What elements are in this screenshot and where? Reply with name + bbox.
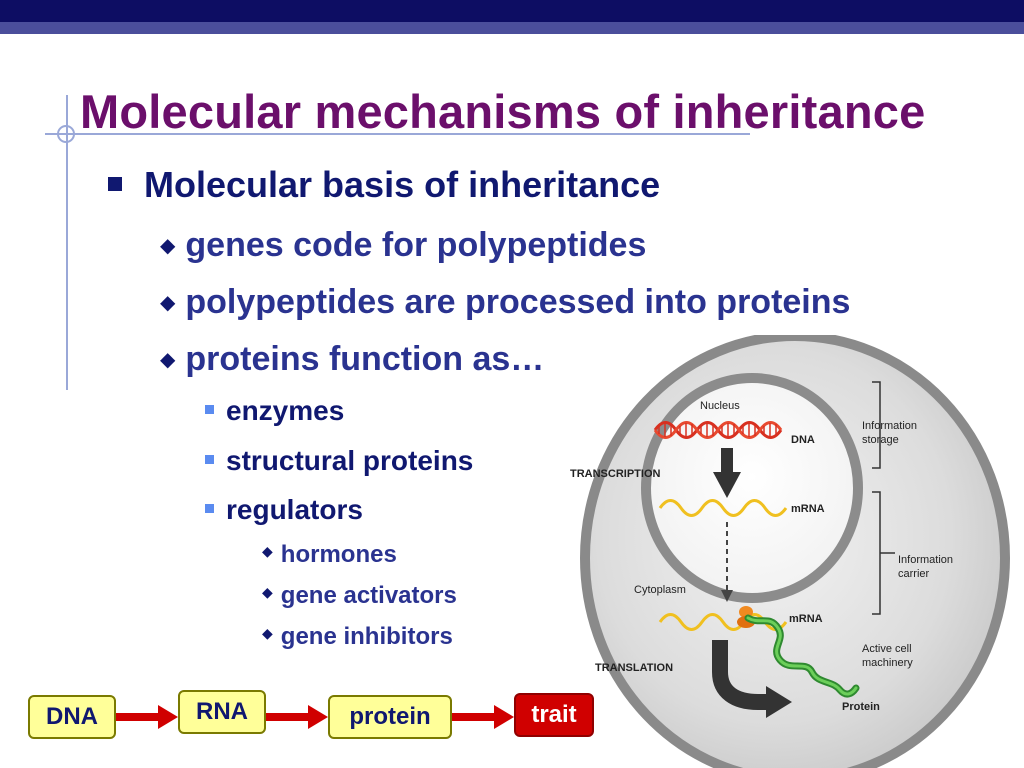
label-nucleus: Nucleus <box>700 400 740 412</box>
bullet-level1: Molecular basis of inheritance <box>108 164 660 206</box>
flow-arrow-icon <box>452 705 514 729</box>
square-bullet-icon <box>205 405 214 414</box>
bullet-text: structural proteins <box>226 445 474 476</box>
square-bullet-icon <box>108 177 122 191</box>
flow-arrow-icon <box>266 705 328 729</box>
square-bullet-icon <box>205 455 214 464</box>
bullet-level2: ◆ genes code for polypeptides <box>160 226 646 265</box>
transcription-arrow-icon <box>713 448 741 498</box>
label-info-storage-1: Information <box>862 420 917 432</box>
label-info-carrier-1: Information <box>898 554 953 566</box>
vertical-rule <box>66 95 68 390</box>
flow-box-rna: RNA <box>178 690 266 734</box>
header-bar <box>0 0 1024 22</box>
horizontal-rule <box>45 133 750 135</box>
bullet-text: polypeptides are processed into proteins <box>185 283 851 321</box>
dna-helix-icon <box>653 421 783 439</box>
label-translation: TRANSLATION <box>595 662 673 674</box>
bullet-level4: ◆ gene inhibitors <box>262 623 453 651</box>
bullet-level3: enzymes <box>205 395 344 427</box>
label-protein: Protein <box>842 701 880 713</box>
diamond-bullet-icon: ◆ <box>160 349 176 371</box>
label-transcription: TRANSCRIPTION <box>570 468 661 480</box>
bullet-level3: structural proteins <box>205 445 473 477</box>
bullet-text: proteins function as… <box>185 340 545 378</box>
bullet-text: enzymes <box>226 395 345 426</box>
diamond-bullet-icon: ◆ <box>160 292 176 314</box>
mrna-strand-icon <box>658 499 788 517</box>
bullet-text: Molecular basis of inheritance <box>144 164 661 205</box>
cell-diagram: Nucleus DNA Information storage TRANSCRI… <box>570 335 1010 768</box>
label-active-2: machinery <box>862 657 913 669</box>
bullet-level3: regulators <box>205 494 363 526</box>
square-bullet-icon <box>205 504 214 513</box>
header-stripe <box>0 22 1024 34</box>
bracket-icon <box>872 381 881 469</box>
diamond-bullet-icon: ◆ <box>262 625 273 641</box>
label-info-carrier-2: carrier <box>898 568 930 580</box>
flow-box-dna: DNA <box>28 695 116 739</box>
bullet-level2: ◆ polypeptides are processed into protei… <box>160 283 850 322</box>
flow-box-protein: protein <box>328 695 452 739</box>
mrna-export-arrow-icon <box>721 522 733 602</box>
label-mrna-top: mRNA <box>791 503 825 515</box>
bullet-text: regulators <box>226 494 363 525</box>
diamond-bullet-icon: ◆ <box>160 235 176 257</box>
bullet-level4: ◆ gene activators <box>262 582 457 610</box>
label-mrna-bottom: mRNA <box>789 613 823 625</box>
bullet-text: gene inhibitors <box>280 623 453 650</box>
slide-title: Molecular mechanisms of inheritance <box>80 85 926 138</box>
crosshair-ornament <box>57 125 75 143</box>
nucleus-envelope <box>641 373 863 603</box>
bullet-level4: ◆ hormones <box>262 541 397 569</box>
bullet-level2: ◆ proteins function as… <box>160 340 544 379</box>
flow-box-trait: trait <box>514 693 594 737</box>
bullet-text: gene activators <box>280 582 457 609</box>
translation-arrow-icon <box>712 640 792 718</box>
label-cytoplasm: Cytoplasm <box>634 584 686 596</box>
flow-arrow-icon <box>116 705 178 729</box>
diamond-bullet-icon: ◆ <box>262 543 273 559</box>
label-info-storage-2: storage <box>862 434 899 446</box>
bullet-text: hormones <box>280 541 397 568</box>
bullet-text: genes code for polypeptides <box>185 226 647 264</box>
label-dna: DNA <box>791 434 815 446</box>
diamond-bullet-icon: ◆ <box>262 584 273 600</box>
label-active-1: Active cell <box>862 643 912 655</box>
